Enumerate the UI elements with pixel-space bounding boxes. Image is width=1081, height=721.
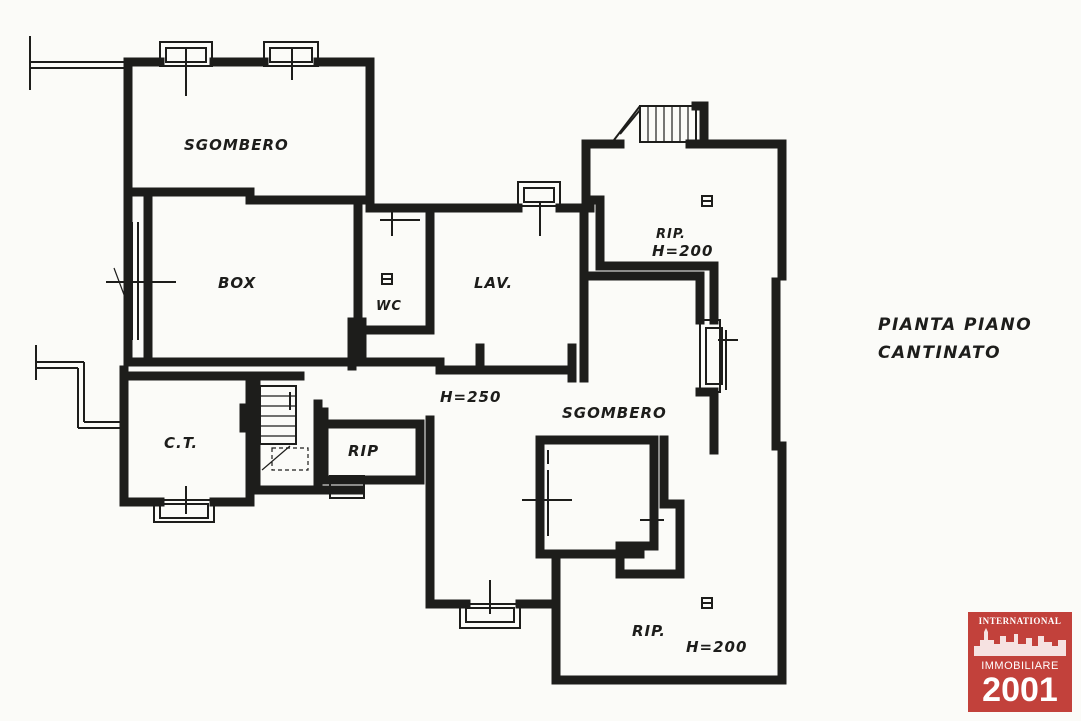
room-label-lav: LAV. (474, 274, 513, 292)
room-height-rip-bottom: H=200 (686, 638, 747, 656)
windows (153, 41, 738, 629)
skyline-icon (974, 628, 1066, 656)
room-label-box: BOX (218, 274, 257, 292)
room-label-sgombero-top: SGOMBERO (184, 136, 289, 154)
walls (119, 57, 787, 685)
room-label-ct: C.T. (164, 434, 198, 452)
agency-logo: INTERNATIONAL IMMOBILIARE 2001 (968, 612, 1072, 712)
room-height-rip-top: H=200 (652, 242, 713, 260)
room-height-hall: H=250 (440, 388, 501, 406)
room-labels: SGOMBERO BOX WC LAV. RIP. H=200 H=250 SG… (164, 136, 747, 656)
fixtures (381, 195, 713, 609)
logo-top-text: INTERNATIONAL (978, 616, 1062, 626)
plan-title-line-2: CANTINATO (878, 343, 1001, 363)
room-label-rip-bottom: RIP. (632, 622, 666, 640)
room-label-sgombero-center: SGOMBERO (562, 404, 667, 422)
stairs (259, 101, 709, 471)
doors (106, 212, 664, 551)
room-label-rip-top: RIP. (656, 227, 686, 242)
logo-middle-text: IMMOBILIARE (981, 660, 1059, 672)
room-label-wc: WC (376, 299, 402, 314)
site-lines (29, 36, 124, 429)
plan-title-line-1: PIANTA PIANO (878, 315, 1032, 335)
room-label-rip-small: RIP (348, 442, 379, 460)
logo-number: 2001 (982, 671, 1058, 709)
